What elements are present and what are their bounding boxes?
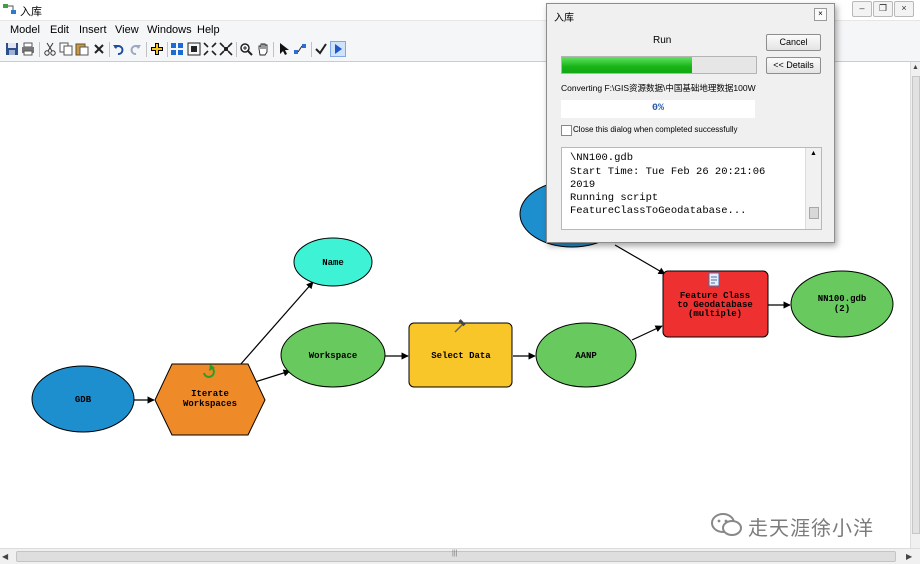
vertical-scrollbar[interactable]: ▲	[910, 62, 920, 548]
menu-model[interactable]: Model	[10, 24, 40, 36]
toolbar-separator	[273, 42, 274, 57]
log-scroll-thumb[interactable]	[809, 207, 819, 219]
node-nn100-label-1: NN100.gdb	[818, 294, 867, 304]
menu-edit[interactable]: Edit	[50, 24, 69, 36]
node-nn100-gdb[interactable]: NN100.gdb (2)	[790, 270, 894, 338]
node-fc-label-3: (multiple)	[688, 309, 742, 319]
model-diagram: GDB Iterate Workspaces Name Workspace Se…	[31, 180, 894, 436]
toolbar-separator	[236, 42, 237, 57]
node-name-label: Name	[322, 258, 344, 268]
fixed-zoom-out-icon[interactable]	[219, 42, 233, 56]
toolbar-separator	[109, 42, 110, 57]
script-tool-icon	[708, 272, 720, 287]
cancel-button[interactable]: Cancel	[766, 34, 821, 51]
log-textbox[interactable]: \NN100.gdb Start Time: Tue Feb 26 20:21:…	[561, 147, 822, 230]
node-gdb-label: GDB	[75, 395, 92, 405]
minimize-icon[interactable]: –	[852, 1, 872, 17]
watermark: 走天涯徐小洋	[708, 510, 908, 540]
percent-box: 0%	[561, 100, 755, 118]
undo-icon[interactable]	[112, 42, 126, 56]
menu-insert[interactable]: Insert	[79, 24, 107, 36]
progress-dialog: 入库 × Run Cancel << Details Converting F:…	[546, 3, 835, 243]
scroll-left-icon[interactable]: ◀	[2, 552, 9, 561]
connect-icon[interactable]	[293, 42, 307, 56]
dialog-status: Run	[653, 35, 672, 46]
full-extent-icon[interactable]	[187, 42, 201, 56]
model-builder-icon	[3, 4, 16, 14]
node-fc-label-2: to Geodatabase	[677, 300, 753, 310]
node-aanp[interactable]: AANP	[535, 322, 637, 388]
log-line: 2019	[570, 179, 596, 191]
window-title: 入库	[20, 6, 42, 18]
log-line: Start Time: Tue Feb 26 20:21:06	[570, 166, 766, 178]
iterator-refresh-icon	[203, 364, 215, 378]
node-select-data[interactable]: Select Data	[408, 319, 513, 388]
zoom-in-icon[interactable]	[239, 42, 253, 56]
dialog-message: Converting F:\GIS资源数据\中国基础地理数据100W	[561, 83, 756, 93]
log-scrollbar[interactable]: ▲	[805, 148, 821, 229]
node-name[interactable]: Name	[293, 237, 373, 287]
node-workspace-label: Workspace	[309, 351, 358, 361]
connector-input-to-fc-tool	[614, 244, 666, 275]
dialog-title: 入库	[554, 13, 574, 24]
auto-layout-icon[interactable]	[170, 42, 184, 56]
log-line: \NN100.gdb	[570, 152, 634, 164]
connector-aanp-to-fc-tool	[631, 325, 663, 341]
log-scroll-up-icon[interactable]: ▲	[810, 150, 817, 157]
tool-hammer-icon	[454, 319, 466, 333]
redo-icon[interactable]	[128, 42, 142, 56]
delete-icon[interactable]	[92, 42, 106, 56]
toolbar-separator	[39, 42, 40, 57]
connector-iterate-to-workspace	[254, 369, 291, 383]
log-line: FeatureClassToGeodatabase...	[570, 205, 747, 217]
add-data-icon[interactable]	[150, 42, 164, 56]
node-nn100-label-2: (2)	[834, 304, 850, 314]
close-icon[interactable]: ×	[894, 1, 914, 17]
node-workspace[interactable]: Workspace	[280, 322, 386, 388]
cut-icon[interactable]	[43, 42, 57, 56]
dialog-close-icon[interactable]: ×	[814, 8, 827, 21]
save-icon[interactable]	[5, 42, 19, 56]
scroll-right-icon[interactable]: ▶	[906, 552, 913, 561]
percent-text: 0%	[651, 103, 664, 114]
details-button[interactable]: << Details	[766, 57, 821, 74]
wechat-icon	[711, 513, 742, 536]
run-icon[interactable]	[330, 41, 346, 57]
menu-view[interactable]: View	[115, 24, 139, 36]
progress-bar-fill	[562, 57, 692, 73]
node-gdb[interactable]: GDB	[31, 365, 135, 433]
node-fc-label-1: Feature Class	[680, 291, 750, 301]
progress-bar	[561, 56, 757, 74]
horizontal-scrollbar[interactable]: ◀ ||| ▶	[0, 548, 920, 564]
print-icon[interactable]	[21, 42, 35, 56]
close-when-done-checkbox[interactable]	[561, 125, 572, 136]
scroll-grip-icon: |||	[452, 550, 458, 557]
node-fc-to-geodatabase[interactable]: Feature Class to Geodatabase (multiple)	[662, 270, 769, 338]
select-icon[interactable]	[277, 42, 291, 56]
node-iterate-label-1: Iterate	[191, 389, 229, 399]
restore-icon[interactable]: ❐	[873, 1, 893, 17]
close-when-done-label: Close this dialog when completed success…	[573, 125, 738, 134]
pan-icon[interactable]	[256, 42, 270, 56]
connector-iterate-to-name	[239, 281, 314, 366]
toolbar-separator	[146, 42, 147, 57]
copy-icon[interactable]	[59, 42, 73, 56]
watermark-text: 走天涯徐小洋	[748, 516, 874, 540]
scroll-up-icon[interactable]: ▲	[912, 64, 919, 71]
vertical-scroll-thumb[interactable]	[912, 76, 920, 534]
node-aanp-label: AANP	[575, 351, 597, 361]
validate-icon[interactable]	[314, 42, 328, 56]
log-line: Running script	[570, 192, 659, 204]
horizontal-scroll-thumb[interactable]	[16, 551, 896, 562]
paste-icon[interactable]	[75, 42, 89, 56]
node-select-data-label: Select Data	[431, 351, 491, 361]
node-iterate-label-2: Workspaces	[183, 399, 237, 409]
node-iterate-workspaces[interactable]: Iterate Workspaces	[154, 363, 266, 436]
menu-windows[interactable]: Windows	[147, 24, 192, 36]
toolbar-separator	[311, 42, 312, 57]
fixed-zoom-in-icon[interactable]	[203, 42, 217, 56]
menu-help[interactable]: Help	[197, 24, 220, 36]
toolbar-separator	[167, 42, 168, 57]
